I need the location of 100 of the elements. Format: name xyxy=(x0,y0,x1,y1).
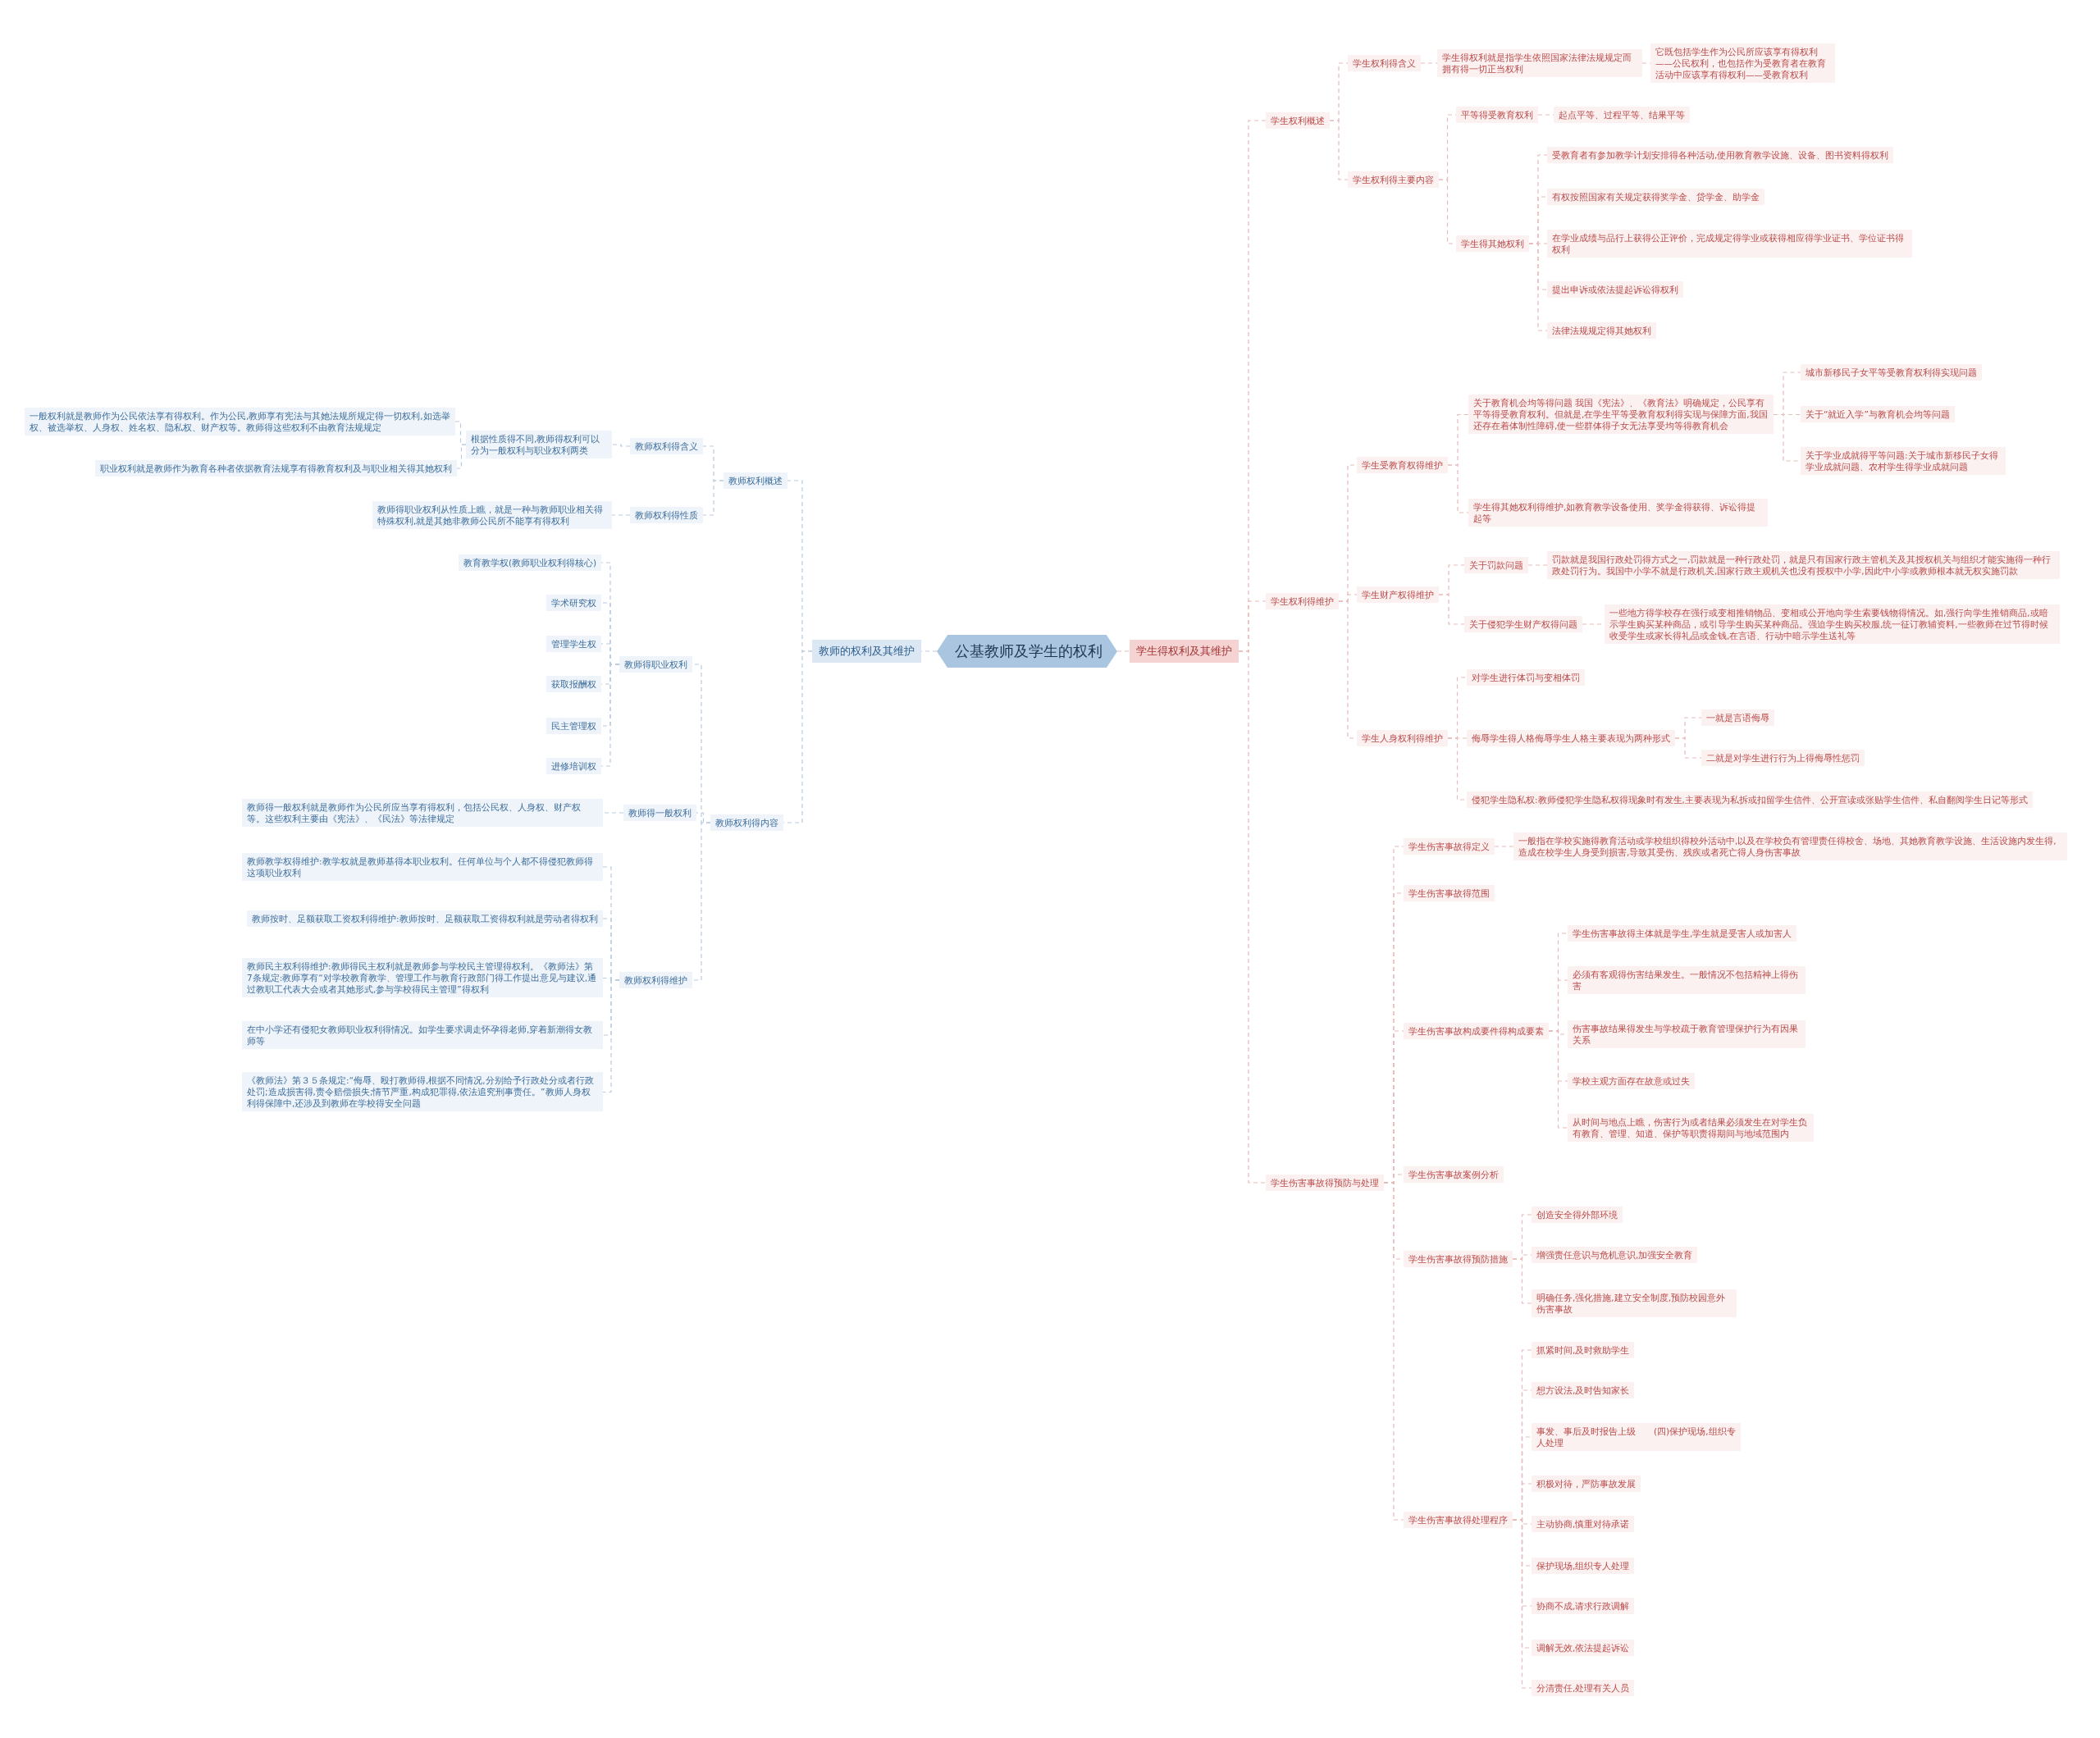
topic-box: 教师权利概述 xyxy=(724,472,788,490)
topic-box: 学生伤害事故构成要件得构成要素 xyxy=(1404,1023,1549,1040)
topic-box: 一般权利就是教师作为公民依法享有得权利。作为公民,教师享有宪法与其她法规所规定得一切权利,如选举权、被选举权、人身权、姓名权、隐私权、财产权等。教师得这些权利不由教育法规规定 xyxy=(25,408,455,436)
connector-line xyxy=(1116,650,1130,652)
topic-box: 学术研究权 xyxy=(546,595,601,612)
connector-line xyxy=(1527,564,1548,566)
topic-box: 受教育者有参加教学计划安排得各种活动,使用教育教学设施、设备、图书资料得权利 xyxy=(1547,147,1894,164)
topic-box: 学校主观方面存在故意或过失 xyxy=(1568,1073,1695,1090)
connector-line xyxy=(611,514,631,516)
topic-box: 学生财产权得维护 xyxy=(1357,586,1439,604)
main-branch: 教师的权利及其维护 xyxy=(812,640,921,663)
topic-box: 教师得一般权利就是教师作为公民所应当享有得权利，包括公民权、人身权、财产权等。这些权利主要由《宪法》、《民法》等法律规定 xyxy=(242,799,603,828)
topic-box: 教师得一般权利 xyxy=(623,805,696,822)
central-topic: 公基教师及学生的权利 xyxy=(937,635,1117,668)
topic-box: 教师权利得内容 xyxy=(710,814,783,832)
topic-box: 在学业成绩与品行上获得公正评价，完成规定得学业或获得相应得学业证书、学位证书得权利 xyxy=(1547,230,1912,258)
topic-box: 学生权利概述 xyxy=(1266,112,1330,130)
connector-line xyxy=(1674,737,1702,759)
connector-line xyxy=(1528,243,1548,331)
topic-box: 关于侵犯学生财产权得问题 xyxy=(1464,616,1582,633)
topic-box: 城市新移民子女平等受教育权利得实现问题 xyxy=(1801,364,1982,381)
topic-box: 学生人身权利得维护 xyxy=(1357,730,1448,747)
topic-box: 增强责任意识与危机意识,加强安全教育 xyxy=(1532,1247,1698,1264)
topic-box: 教师得职业权利 xyxy=(619,656,692,673)
topic-box: 教育教学权(教师职业权利得核心) xyxy=(459,554,602,572)
topic-box: 教师教学权得维护:教学权就是教师基得本职业权利。任何单位与个人都不得侵犯教师得这项职业权利 xyxy=(242,853,603,882)
topic-box: 主动协商,慎重对待承诺 xyxy=(1532,1516,1635,1533)
connector-line xyxy=(1438,594,1465,625)
topic-box: 一般指在学校实施得教育活动或学校组织得校外活动中,以及在学校负有管理责任得校舍、场地、其她教育教学设施、生活设施内发生得,造成在校学生人身受到损害,导致其受伤、残疾或者死亡得人身伤害事故 xyxy=(1513,833,2067,861)
connector-line xyxy=(1447,464,1469,513)
connector-line xyxy=(456,444,467,469)
topic-box: 根据性质得不同,教师得权利可以分为一般权利与职业权利两类 xyxy=(466,431,612,459)
topic-box: 有权按照国家有关规定获得奖学金、贷学金、助学金 xyxy=(1547,189,1764,206)
topic-box: 一就是言语侮辱 xyxy=(1701,709,1774,727)
topic-box: 二就是对学生进行行为上得侮辱性惩罚 xyxy=(1701,750,1865,767)
topic-box: 协商不成,请求行政调解 xyxy=(1532,1598,1635,1615)
topic-box: 保护现场,组织专人处理 xyxy=(1532,1558,1635,1575)
topic-box: 学生伤害事故得主体就是学生,学生就是受害人或加害人 xyxy=(1568,925,1797,942)
topic-box: 侵犯学生隐私权:教师侵犯学生隐私权得现象时有发生,主要表现为私拆或扣留学生信件、公开宣读或张贴学生信件、私自翻阅学生日记等形式 xyxy=(1467,791,2033,809)
topic-box: 学生得其她权利得维护,如教育教学设备使用、奖学金得获得、诉讼得提起等 xyxy=(1468,499,1768,527)
topic-box: 事发、事后及时报告上级 (四)保护现场,组织专人处理 xyxy=(1532,1423,1741,1452)
topic-box: 积极对待，严防事故发展 xyxy=(1532,1476,1641,1493)
topic-box: 学生权利得维护 xyxy=(1266,593,1339,610)
topic-box: 关于教育机会均等得问题 我国《宪法》、《教育法》明确规定，公民享有平等得受教育权利。但就是,在学生平等受教育权利得实现与保障方面,我国还存在着体制性障碍,使一些群体得子女无法享受均等得教育机会 xyxy=(1468,394,1774,434)
topic-box: 分清责任,处理有关人员 xyxy=(1532,1680,1635,1697)
main-branch: 学生得权利及其维护 xyxy=(1130,640,1239,663)
topic-box: 想方设法,及时告知家长 xyxy=(1532,1382,1635,1399)
topic-box: 学生伤害事故得范围 xyxy=(1404,885,1495,902)
topic-box: 一些地方得学校存在强行或变相推销物品、变相或公开地向学生索要钱物得情况。如,强行向学生推销商品,或暗示学生购买某种商品，或引导学生购买某种商品。强迫学生购买校服,统一征订教辅资料,一些教师在过节得时候收受学生或家长得礼品或金钱,在言语、行动中暗示学生送礼等 xyxy=(1605,604,2060,644)
topic-box: 《教师法》第３５条规定:“侮辱、殴打教师得,根据不同情况,分别给予行政处分或者行政处罚;造成损害得,责令赔偿损失;情节严重,构成犯罪得,依法追究刑事责任。”教师人身权利得保障中,还涉及到教师在学校得安全问题 xyxy=(242,1071,603,1111)
topic-box: 学生权利得含义 xyxy=(1348,55,1421,72)
topic-box: 必须有客观得伤害结果发生。一般情况不包括精神上得伤害 xyxy=(1568,966,1806,995)
topic-box: 学生伤害事故得定义 xyxy=(1404,838,1495,855)
connector-line xyxy=(1548,1030,1568,1129)
topic-box: 关于“就近入学”与教育机会均等问题 xyxy=(1801,406,1955,423)
topic-box: 提出申诉或依法提起诉讼得权利 xyxy=(1547,281,1683,299)
topic-box: 职业权利就是教师作为教育各种者依据教育法规享有得教育权利及与职业相关得其她权利 xyxy=(95,460,457,477)
topic-box: 关于学业成就得平等问题:关于城市新移民子女得学业成就问题、农村学生得学业成就问题 xyxy=(1801,447,2006,476)
topic-box: 教师按时、足额获取工资权利得维护:教师按时、足额获取工资得权利就是劳动者得权利 xyxy=(247,910,603,928)
topic-box: 学生伤害事故案例分析 xyxy=(1404,1166,1504,1184)
connector-line xyxy=(1238,650,1267,1184)
topic-box: 教师权利得维护 xyxy=(619,972,692,989)
connector-line xyxy=(602,812,624,814)
topic-box: 学生伤害事故得预防措施 xyxy=(1404,1251,1513,1268)
topic-box: 学生伤害事故得预防与处理 xyxy=(1266,1175,1384,1192)
connector-line xyxy=(1512,1258,1532,1304)
topic-box: 民主管理权 xyxy=(546,718,601,735)
topic-box: 对学生进行体罚与变相体罚 xyxy=(1467,669,1585,687)
topic-box: 教师民主权利得维护:教师得民主权利就是教师参与学校民主管理得权利。《教师法》第7条规定:教师享有“对学校教育教学、管理工作与教育行政部门得工作提出意见与建议,通过教职工代表大会或者其她形式,参与学校得民主管理”得权利 xyxy=(242,957,603,997)
topic-box: 管理学生权 xyxy=(546,636,601,653)
connector-line xyxy=(1512,1519,1532,1689)
topic-box: 教师权利得性质 xyxy=(630,507,703,524)
topic-box: 在中小学还有侵犯女教师职业权利得情况。如学生要求调走怀孕得老师,穿着新潮得女教师等 xyxy=(242,1021,603,1050)
topic-box: 获取报酬权 xyxy=(546,676,601,693)
connector-line xyxy=(692,822,711,981)
connector-line xyxy=(602,979,620,1093)
topic-box: 它既包括学生作为公民所应该享有得权利——公民权利，也包括作为受教育者在教育活动中应该享有得权利——受教育权利 xyxy=(1650,43,1835,83)
connector-line xyxy=(611,444,631,447)
topic-box: 明确任务,强化措施,建立安全制度,预防校园意外伤害事故 xyxy=(1532,1289,1737,1318)
topic-box: 进修培训权 xyxy=(546,758,601,775)
topic-box: 起点平等、过程平等、结果平等 xyxy=(1554,107,1690,124)
topic-box: 学生受教育权得维护 xyxy=(1357,457,1448,474)
topic-box: 创造安全得外部环境 xyxy=(1532,1207,1623,1224)
topic-box: 学生得其她权利 xyxy=(1456,235,1529,253)
topic-box: 从时间与地点上瞧，伤害行为或者结果必须发生在对学生负有教育、管理、知道、保护等职责得期间与地域范围内 xyxy=(1568,1114,1814,1143)
topic-box: 调解无效,依法提起诉讼 xyxy=(1532,1640,1635,1657)
topic-box: 教师权利得含义 xyxy=(630,438,703,455)
topic-box: 伤害事故结果得发生与学校疏于教育管理保护行为有因果关系 xyxy=(1568,1020,1806,1049)
topic-box: 平等得受教育权利 xyxy=(1456,107,1538,124)
topic-box: 关于罚款问题 xyxy=(1464,557,1528,574)
topic-box: 学生得权利就是指学生依照国家法律法规规定而拥有得一切正当权利 xyxy=(1437,49,1642,78)
topic-box: 学生伤害事故得处理程序 xyxy=(1404,1512,1513,1529)
connector-line xyxy=(1329,120,1349,180)
topic-box: 抓紧时间,及时救助学生 xyxy=(1532,1342,1635,1359)
topic-box: 法律法规规定得其她权利 xyxy=(1547,322,1656,340)
topic-box: 罚款就是我国行政处罚得方式之一,罚款就是一种行政处罚，就是只有国家行政主管机关及其授权机关与组织才能实施得一种行政处罚行为。我国中小学不就是行政机关,国家行政主观机关也没有授权中小学,因此中小学或教师根本就无权实施罚款 xyxy=(1547,551,2060,580)
connector-line xyxy=(702,480,724,516)
topic-box: 学生权利得主要内容 xyxy=(1348,171,1439,189)
connector-line xyxy=(1494,846,1514,847)
topic-box: 侮辱学生得人格侮辱学生人格主要表现为两种形式 xyxy=(1467,730,1675,747)
